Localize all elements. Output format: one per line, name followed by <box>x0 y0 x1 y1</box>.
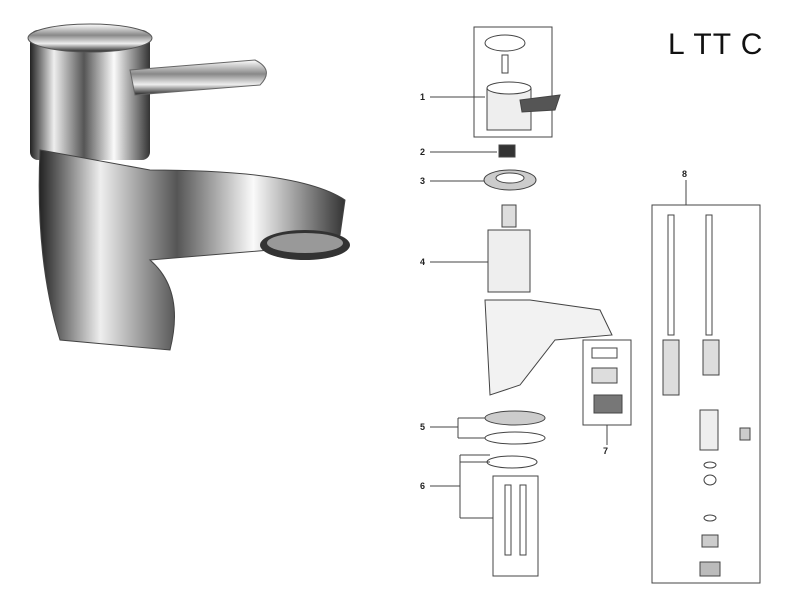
callout-1: 1 <box>420 92 426 102</box>
model-title: L TT C <box>668 28 764 61</box>
callout-7: 7 <box>603 446 609 456</box>
callout-4: 4 <box>420 257 426 267</box>
callout-6: 6 <box>420 481 426 491</box>
callout-5: 5 <box>420 422 426 432</box>
callout-3: 3 <box>420 176 426 186</box>
tap-photo <box>27 23 350 351</box>
callout-8: 8 <box>682 169 688 179</box>
callout-2: 2 <box>420 147 426 157</box>
